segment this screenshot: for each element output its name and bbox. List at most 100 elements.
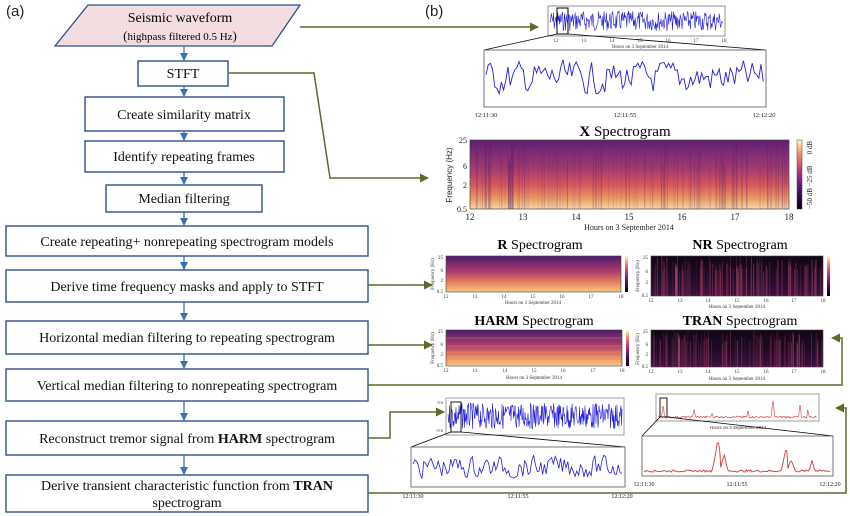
x-xtick-15: 15 [625,212,635,222]
input-subtitle: (highpass filtered 0.5 Hz) [123,28,237,43]
tran-xtick-15: 15 [735,370,741,375]
step-box-median-filtering [105,184,263,213]
r-spectrogram-image [446,256,621,292]
waveform-overview-trace [549,10,724,32]
x-spectrogram-ylabel: Frequency (Hz) [445,147,454,202]
nr-xtick-14: 14 [706,299,712,304]
harm-xtick-15: 15 [532,369,538,374]
tran-ytick-6: 6 [646,343,649,348]
transient-output: Hours on 3 September 2014 12:11:30 12:11… [633,393,841,488]
tremor-zoom-tick-start: 12:11:30 [402,494,423,500]
step-box-tf-masks [5,269,369,303]
tran-xtick-16: 16 [764,370,770,375]
nr-xlabel: Hours on 3 September 2014 [709,305,766,310]
r-xtick-12: 12 [444,295,450,300]
harm-spectrogram-image [446,330,622,366]
harm-ylabel: Frequency (Hz) [431,332,436,364]
transient-overview-trace [657,400,817,419]
tran-spectrogram-image [651,330,823,367]
tran-ytick-2: 2 [646,353,649,358]
tran-ylabel: Frequency (Hz) [636,333,641,365]
zoom-tick-start: 12:11:30 [475,112,498,119]
nr-xtick-13: 13 [678,299,684,304]
input-title: Seismic waveform [128,11,233,26]
tran-xtick-14: 14 [706,370,712,375]
x-spectrogram: X Spectrogram Frequency (Hz) 25 6 2 0.5 … [445,124,814,232]
r-ytick-0-5: 0.5 [437,290,444,295]
r-spectrogram: R Spectrogram Frequency (Hz) 25 6 2 0.5 … [431,238,628,306]
nr-xtick-12: 12 [649,299,655,304]
tran-spectrogram-title: TRAN Spectrogram [683,314,798,329]
tran-xtick-18: 18 [821,370,827,375]
tran-ytick-25: 25 [643,330,649,335]
step-label-horizontal-median: Horizontal median filtering to repeating… [39,331,335,346]
r-xtick-15: 15 [531,295,537,300]
step-box-horizontal-median [5,320,369,355]
r-xtick-14: 14 [502,295,508,300]
nr-ytick-0-5: 0.5 [642,294,649,299]
r-ylabel: Frequency (Hz) [431,258,436,290]
waveform-overview: 12 13 14 15 16 17 18 Hours on 3 Septembe… [475,5,776,119]
tremor-ytick-top: 0.6 [437,400,443,405]
r-xtick-13: 13 [473,295,479,300]
tremor-zoom-box [450,401,462,433]
step-label-vertical-median: Vertical median filtering to nonrepeatin… [37,379,338,394]
step-box-repeating-frames [84,140,285,173]
step-label-reconstruct-tremor: Reconstruct tremor signal from HARM spec… [39,432,335,447]
harm-ytick-0-5: 0.5 [437,364,444,369]
waveform-zoom-frame [483,49,767,108]
tremor-ytick-bottom: -0.6 [436,428,444,433]
input-parallelogram [53,4,302,47]
nr-spectrogram: NR Spectrogram Frequency (Hz) 25 6 2 0.5… [636,238,830,310]
overview-xlabel: Hours on 3 September 2014 [612,45,669,50]
x-xtick-16: 16 [678,212,688,222]
step-box-transient-function [5,474,369,513]
zoom-tick-end: 12:12:20 [752,112,775,119]
x-ytick-6: 6 [463,162,467,171]
step-label-transient-function: Derive transient characteristic function… [41,479,333,494]
x-xtick-14: 14 [572,212,582,222]
r-colorbar [625,256,628,292]
transient-zoom-frame [641,435,834,477]
x-xtick-17: 17 [731,212,741,222]
tick-overview-14: 14 [610,39,616,44]
nr-xtick-16: 16 [764,299,770,304]
x-spectrogram-texture [475,140,787,209]
x-colorbar [796,139,803,210]
tick-overview-13: 13 [582,39,588,44]
transient-overview-xlabel: Hours on 3 September 2014 [710,425,767,430]
x-spectrogram-image [470,140,789,209]
nr-ylabel: Frequency (Hz) [636,260,641,292]
zoom-tick-mid: 12:11:55 [614,112,637,119]
step-label-transient-function-line2: spectrogram [152,496,221,511]
step-label-stft: STFT [167,67,200,82]
tran-ytick-0-5: 0.5 [642,365,649,370]
harm-ytick-25: 25 [438,330,444,335]
r-ytick-25: 25 [438,256,444,261]
x-spectrogram-title: X Spectrogram [579,124,671,140]
tick-overview-17: 17 [694,39,700,44]
panel-label-b: (b) [425,3,444,20]
x-colorbar-tick-0: 0 dB [806,141,814,155]
connector-arrows [228,22,847,494]
step-box-similarity-matrix [84,96,285,132]
harm-xtick-14: 14 [503,369,509,374]
r-xtick-18: 18 [619,295,625,300]
nr-ytick-2: 2 [646,281,649,286]
harm-xlabel: Hours on 3 September 2014 [506,376,563,381]
tran-xlabel: Hours on 3 September 2014 [709,377,766,382]
x-xtick-12: 12 [466,212,475,222]
transient-zoom-tick-end: 12:12:20 [819,482,840,488]
nr-xtick-17: 17 [792,299,798,304]
harm-xtick-13: 13 [473,369,479,374]
harm-colorbar [626,330,629,366]
nr-ytick-25: 25 [643,256,649,261]
panel-label-a: (a) [6,3,25,20]
nr-xtick-18: 18 [821,299,827,304]
harm-spectrogram-texture [447,337,621,362]
r-xlabel: Hours on 3 September 2014 [505,301,562,306]
tremor-zoom-tick-mid: 12:11:55 [507,494,528,500]
tick-overview-16: 16 [666,39,672,44]
r-ytick-2: 2 [441,279,444,284]
